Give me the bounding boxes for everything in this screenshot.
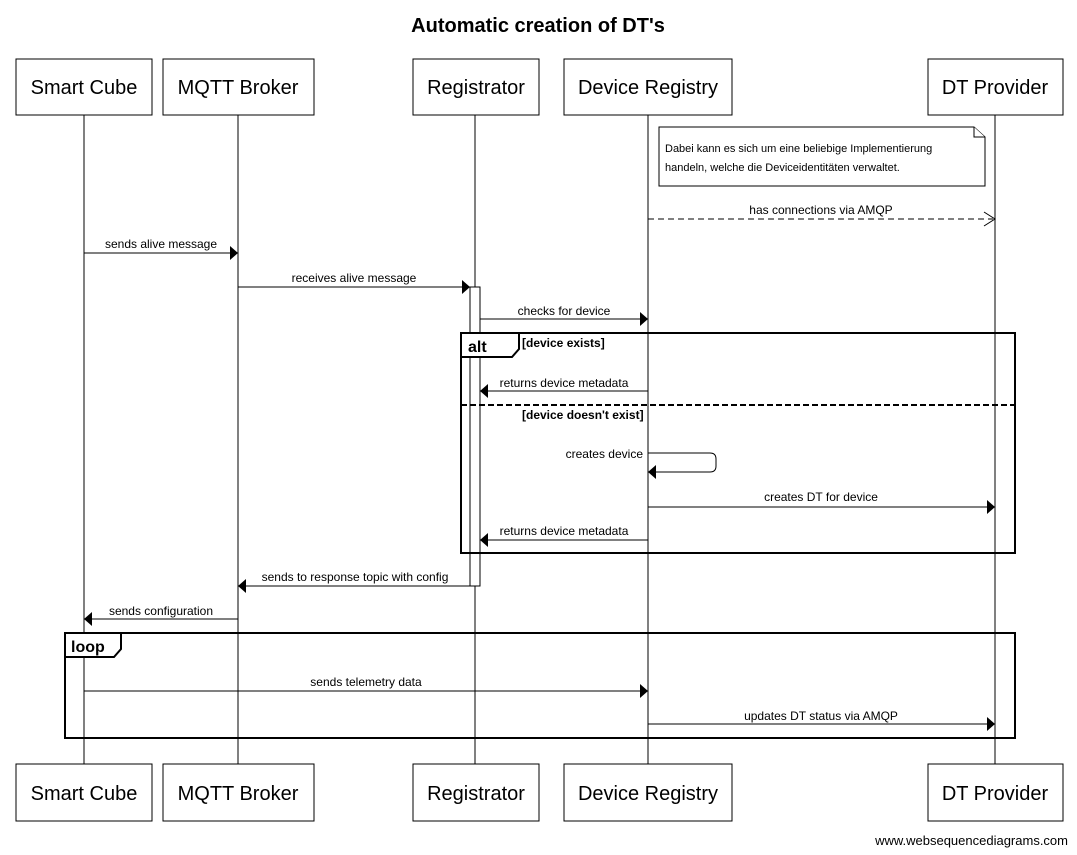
- alt-guard-1: [device exists]: [522, 336, 605, 350]
- message-label: sends to response topic with config: [262, 570, 449, 584]
- message-checks-for-device: checks for device: [480, 304, 648, 326]
- message-sends-telemetry: sends telemetry data: [84, 675, 648, 698]
- message-label: updates DT status via AMQP: [744, 709, 898, 723]
- message-has-connections: has connections via AMQP: [648, 203, 996, 227]
- actor-smart-cube-bottom: Smart Cube: [15, 763, 153, 822]
- registrator-activation: [469, 286, 481, 587]
- message-returns-metadata-1: returns device metadata: [480, 376, 648, 398]
- actor-label: DT Provider: [942, 783, 1049, 805]
- actor-label: Smart Cube: [31, 783, 138, 805]
- alt-guard-2: [device doesn't exist]: [522, 408, 644, 422]
- actor-device-registry-top: Device Registry: [563, 58, 733, 116]
- actor-label: Device Registry: [578, 77, 718, 99]
- actor-label: MQTT Broker: [178, 77, 299, 99]
- loop-frame: loop: [64, 632, 1016, 739]
- actor-dt-provider-top: DT Provider: [927, 58, 1064, 116]
- actor-mqtt-broker-top: MQTT Broker: [162, 58, 315, 116]
- message-returns-metadata-2: returns device metadata: [480, 524, 648, 547]
- actor-label: Registrator: [427, 783, 525, 805]
- message-sends-alive: sends alive message: [84, 237, 238, 260]
- actor-label: Smart Cube: [31, 77, 138, 99]
- alt-frame: alt [device exists] [device doesn't exis…: [460, 332, 1016, 554]
- actor-mqtt-broker-bottom: MQTT Broker: [162, 763, 315, 822]
- diagram-title: Automatic creation of DT's: [411, 15, 665, 37]
- actor-dt-provider-bottom: DT Provider: [927, 763, 1064, 822]
- actor-label: Device Registry: [578, 783, 718, 805]
- note: Dabei kann es sich um eine beliebige Imp…: [658, 126, 986, 187]
- message-updates-dt-status: updates DT status via AMQP: [648, 709, 995, 731]
- message-label: returns device metadata: [500, 524, 629, 538]
- message-receives-alive: receives alive message: [238, 271, 470, 294]
- note-line-1: Dabei kann es sich um eine beliebige Imp…: [665, 143, 932, 155]
- message-label: sends telemetry data: [310, 675, 422, 689]
- message-label: receives alive message: [292, 271, 417, 285]
- actor-label: DT Provider: [942, 77, 1049, 99]
- message-label: creates device: [566, 447, 644, 461]
- footer-credit: www.websequencediagrams.com: [874, 833, 1068, 848]
- message-label: checks for device: [518, 304, 611, 318]
- loop-operator: loop: [71, 639, 105, 656]
- message-label: creates DT for device: [764, 490, 878, 504]
- actor-label: Registrator: [427, 77, 525, 99]
- note-line-2: handeln, welche die Deviceidentitäten ve…: [665, 162, 900, 174]
- actor-device-registry-bottom: Device Registry: [563, 763, 733, 822]
- actor-label: MQTT Broker: [178, 783, 299, 805]
- message-label: has connections via AMQP: [749, 203, 892, 217]
- message-creates-dt: creates DT for device: [648, 490, 995, 514]
- message-sends-response: sends to response topic with config: [238, 570, 470, 593]
- message-label: returns device metadata: [500, 376, 629, 390]
- message-label: sends alive message: [105, 237, 217, 251]
- message-sends-configuration: sends configuration: [84, 604, 238, 626]
- actor-registrator-top: Registrator: [412, 58, 540, 116]
- message-creates-device: creates device: [566, 447, 717, 479]
- message-label: sends configuration: [109, 604, 213, 618]
- actor-registrator-bottom: Registrator: [412, 763, 540, 822]
- actor-smart-cube-top: Smart Cube: [15, 58, 153, 116]
- alt-operator: alt: [468, 339, 487, 356]
